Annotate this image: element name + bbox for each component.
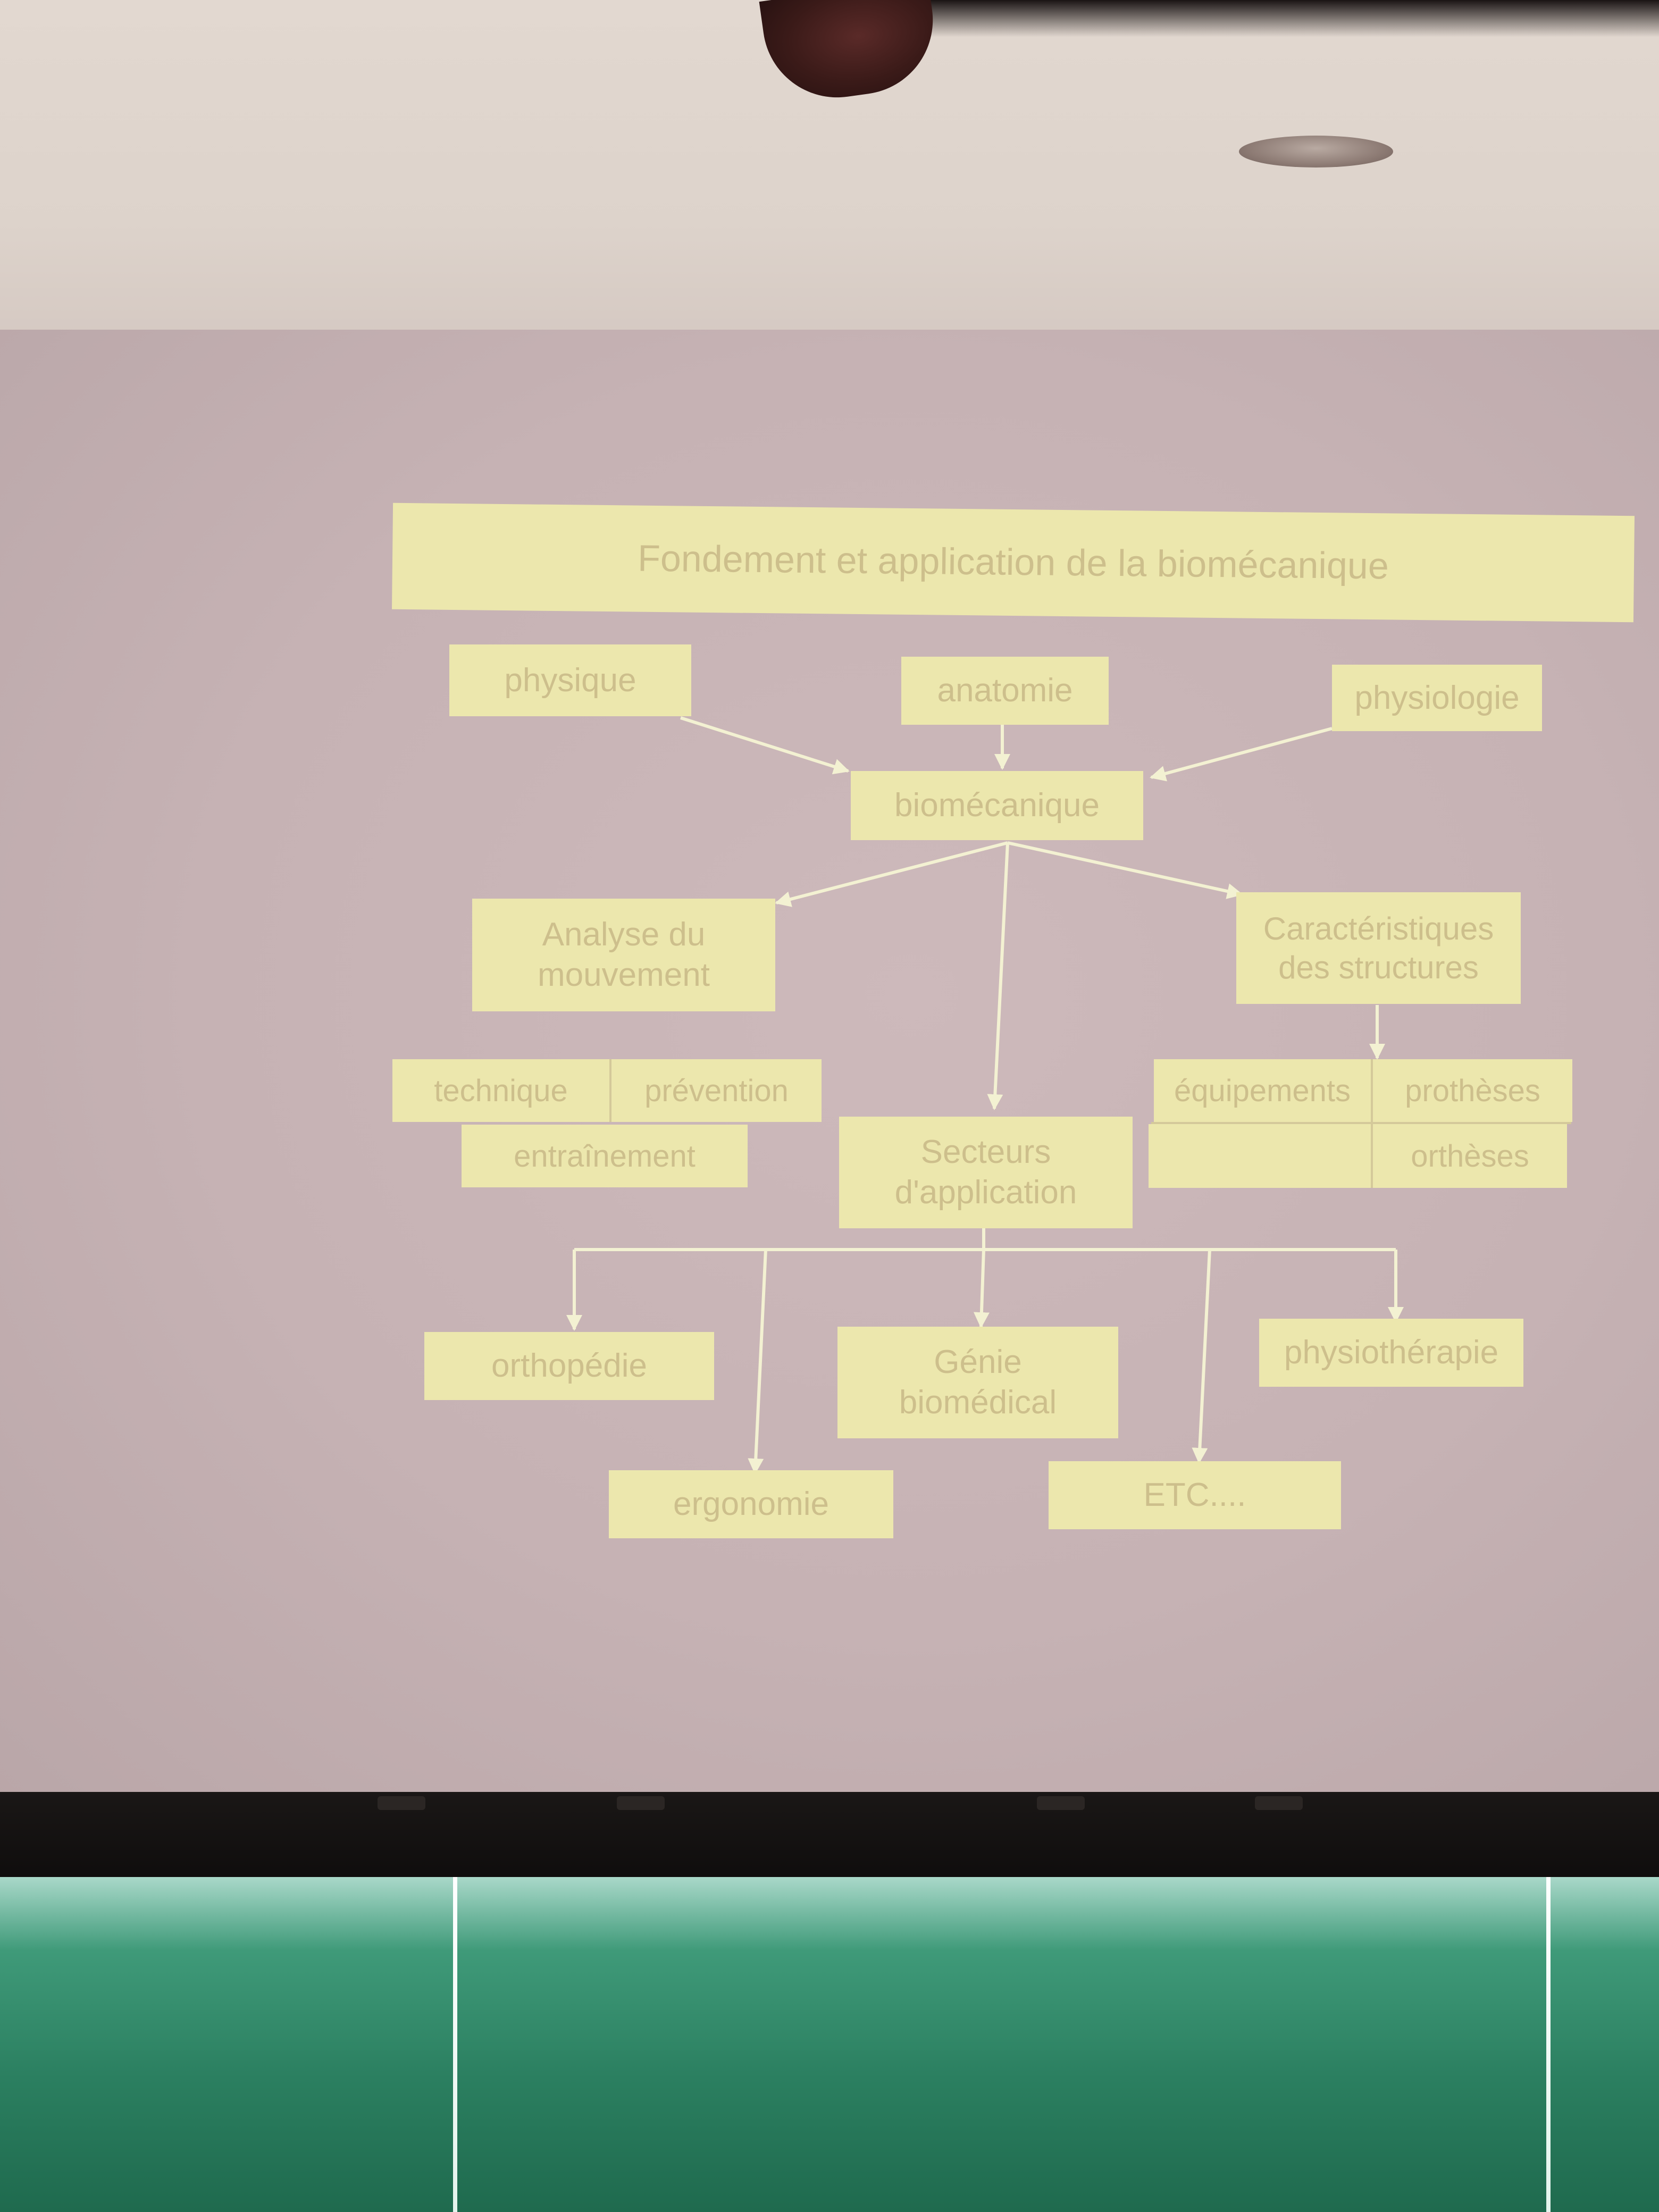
caracteristiques-grid-divider-h <box>1151 1122 1571 1124</box>
ceiling-vent <box>1239 136 1393 167</box>
cell-protheses: prothèses <box>1373 1059 1572 1122</box>
cell-ortheses: orthèses <box>1373 1124 1567 1188</box>
node-physiotherapie: physiothérapie <box>1259 1319 1523 1387</box>
node-ergonomie: ergonomie <box>609 1470 893 1538</box>
node-biomecanique: biomécanique <box>851 771 1143 840</box>
node-secteurs-d-application: Secteurs d'application <box>839 1117 1133 1228</box>
arrow-biomecanique-to-caracteristiques <box>1007 841 1243 899</box>
board-edge-line <box>1546 1877 1551 2212</box>
arrow-biomecanique-to-secteurs <box>987 842 1009 1110</box>
node-caracteristiques-des-structures: Caractéristiques des structures <box>1236 892 1521 1004</box>
screen-clip <box>1255 1796 1303 1810</box>
analyse-grid-divider <box>609 1059 611 1122</box>
node-physique: physique <box>449 644 691 716</box>
screen-clip <box>378 1796 425 1810</box>
arrow-physique-to-biomecanique <box>680 716 850 775</box>
diagram-title: Fondement et application de la biomécani… <box>392 502 1635 623</box>
board-edge-line <box>453 1877 457 2212</box>
cell-technique: technique <box>392 1059 609 1122</box>
screen-clip <box>1037 1796 1085 1810</box>
arrow-physiologie-to-biomecanique <box>1150 727 1333 782</box>
node-analyse-du-mouvement: Analyse du mouvement <box>472 899 775 1011</box>
arrow-to-ergonomie <box>748 1249 767 1474</box>
node-genie-biomedical: Génie biomédical <box>837 1327 1118 1438</box>
cell-entrainement: entraînement <box>462 1125 748 1187</box>
node-anatomie: anatomie <box>901 657 1109 725</box>
ceiling-shadow <box>915 0 1659 37</box>
node-physiologie: physiologie <box>1332 665 1542 731</box>
screen-bottom-bar <box>0 1792 1659 1888</box>
arrow-to-etc <box>1192 1249 1211 1464</box>
cell-prevention: prévention <box>611 1059 822 1122</box>
screen-clip <box>617 1796 665 1810</box>
cell-empty <box>1149 1124 1371 1188</box>
arrow-to-genie <box>973 1249 990 1328</box>
node-etc: ETC.... <box>1049 1461 1341 1529</box>
arrow-biomecanique-to-analyse <box>775 841 1008 907</box>
green-board <box>0 1877 1659 2212</box>
cell-equipements: équipements <box>1154 1059 1371 1122</box>
node-orthopedie: orthopédie <box>424 1332 714 1400</box>
